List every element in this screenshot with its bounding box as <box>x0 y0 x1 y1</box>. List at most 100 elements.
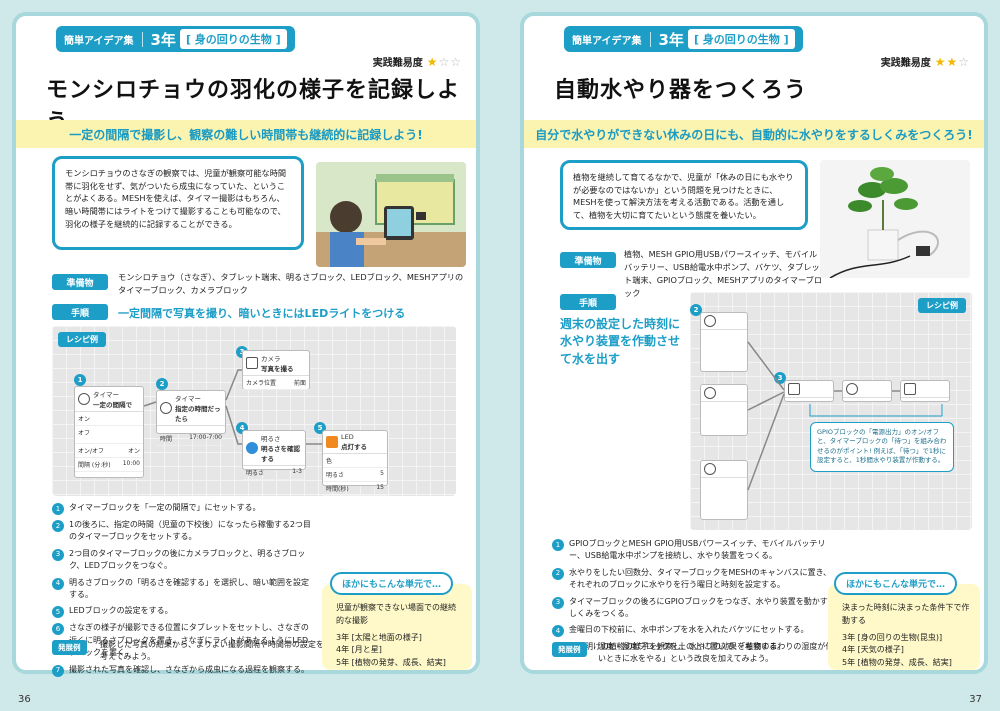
other-units-box: 児童が観察できない場面での継続的な撮影 3年 [太陽と地面の様子] 4年 [月と… <box>322 584 472 670</box>
timer-block-1: タイマー一定の間隔で オン オフ オン/オフオン 間隔 (分:秒)10:00 <box>74 386 144 478</box>
clock-icon <box>704 315 716 327</box>
other-unit-item: 3年 [身の回りの生物(昆虫)] <box>842 632 943 642</box>
recipe-canvas: レシピ例 1 タイマー一定の間隔で オン オフ オン/オフオン 間隔 (分:秒)… <box>52 326 456 496</box>
timer-on-port: オン <box>75 412 143 426</box>
tablet-photo-illustration <box>316 162 466 267</box>
step-item: 2 水やりをしたい回数分、タイマーブロックをMESHのキャンバスに置き、それぞれの… <box>552 567 834 592</box>
timer-block <box>700 460 748 520</box>
wait-timer-block <box>842 380 892 402</box>
grade-label: 3年 <box>658 30 684 49</box>
timer-block <box>700 384 748 436</box>
step-text: LEDブロックの設定をする。 <box>69 606 173 616</box>
step-text: 2つ目のタイマーブロックの後にカメラブロックと、明るさブロック、LEDブロックを… <box>69 548 306 571</box>
other-unit-item: 5年 [植物の発芽、成長、結実] <box>336 658 446 668</box>
recipe-callout: GPIOブロックの「電源出力」のオン/オフと、タイマーブロックの「待つ」を組み合… <box>810 422 954 472</box>
other-unit-item: 4年 [天気の様子] <box>842 645 904 655</box>
camera-block: カメラ写真を撮る カメラ位置前面 <box>242 350 310 390</box>
step-number: 2 <box>552 567 564 580</box>
goal-banner: 一定の間隔で撮影し、観察の難しい時間帯も継続的に記録しよう! <box>16 120 476 148</box>
other-unit-item: 5年 [植物の発芽、成長、結実] <box>842 658 952 668</box>
procedure-label: 手順 <box>52 304 108 320</box>
timer-block <box>700 312 748 372</box>
clock-icon <box>160 402 172 414</box>
section-tab: 簡単アイデア集 3年 [ 身の回りの生物 ] <box>56 26 295 52</box>
recipe-step-1: 1 <box>74 374 86 386</box>
development-label: 発展例 <box>552 642 587 657</box>
equipment-text: モンシロチョウ（さなぎ）、タブレット端末、明るさブロック、LEDブロック、MES… <box>118 272 464 296</box>
clock-icon <box>78 393 90 405</box>
camera-icon <box>246 357 258 369</box>
timer-block-1-header: タイマー一定の間隔で <box>75 387 143 412</box>
procedure-note: 一定間隔で写真を撮り、暗いときにはLEDライトをつける <box>118 307 406 320</box>
step-item: 3 タイマーブロックの後ろにGPIOブロックをつなぎ、水やり装置を動かすしくみをつ… <box>552 596 834 621</box>
sun-icon <box>246 442 258 454</box>
difficulty-label: 実践難易度 <box>880 58 931 69</box>
step-item: 6 さなぎの様子が撮影できる位置にタブレットをセットし、さなぎの近くに明るさブロッ… <box>52 622 314 659</box>
recipe-label: レシピ例 <box>58 332 106 347</box>
unit-label: [ 身の回りの生物 ] <box>179 29 287 49</box>
development-text: 撮影した写真の結果から、よりよい撮影間隔や時間帯の設定を考えてみよう。 <box>100 640 324 662</box>
recipe-step-2: 2 <box>690 304 702 316</box>
gpio-icon <box>788 383 800 395</box>
development-label: 発展例 <box>52 640 87 655</box>
step-number: 4 <box>552 625 564 638</box>
procedure-label: 手順 <box>560 294 616 310</box>
step-item: 4 明るさブロックの「明るさを確認する」を選択し、暗い範囲を設定する。 <box>52 577 314 602</box>
equipment-text: 植物、MESH GPIO用USBパワースイッチ、モバイルバッテリー、USB給電水… <box>624 249 823 299</box>
step-item: 1 タイマーブロックを「一定の間隔で」にセットする。 <box>52 502 314 515</box>
led-icon <box>326 436 338 448</box>
page-number: 36 <box>18 694 31 705</box>
grade-label: 3年 <box>150 30 176 49</box>
gpio-block <box>900 380 950 402</box>
section-tab: 簡単アイデア集 3年 [ 身の回りの生物 ] <box>564 26 803 52</box>
step-text: 金曜日の下校前に、水中ポンプを水を入れたバケツにセットする。 <box>569 625 809 635</box>
step-text: タイマーブロックを「一定の間隔で」にセットする。 <box>69 503 261 512</box>
equipment-label: 準備物 <box>560 252 616 268</box>
step-number: 6 <box>52 623 64 636</box>
step-number: 3 <box>552 596 564 609</box>
step-text: 休日明けの植物の様子を観察し、水やりの効果を考察する。 <box>569 642 785 652</box>
other-units-heading: ほかにもこんな単元で… <box>834 572 958 595</box>
clock-icon <box>846 383 858 395</box>
timer-off-port: オフ <box>75 426 143 444</box>
recipe-connectors <box>143 369 322 445</box>
step-text: タイマーブロックの後ろにGPIOブロックをつなぎ、水やり装置を動かすしくみをつく… <box>569 596 828 618</box>
difficulty: 実践難易度 ★☆☆ <box>372 54 462 70</box>
step-number: 3 <box>52 548 64 561</box>
recipe-step-2: 2 <box>156 378 168 390</box>
difficulty: 実践難易度 ★★☆ <box>880 54 970 70</box>
other-units-heading: ほかにもこんな単元で… <box>330 572 454 595</box>
unit-label: [ 身の回りの生物 ] <box>687 29 795 49</box>
other-units-intro: 決まった時刻に決まった条件下で作動する <box>842 603 970 625</box>
gpio-block <box>784 380 834 402</box>
clock-icon <box>704 387 716 399</box>
step-number: 4 <box>52 577 64 590</box>
equipment-label: 準備物 <box>52 274 108 290</box>
step-number: 7 <box>52 664 64 677</box>
other-unit-item: 4年 [月と星] <box>336 645 382 655</box>
gpio-icon <box>904 383 916 395</box>
step-item: 3 2つ目のタイマーブロックの後にカメラブロックと、明るさブロック、LEDブロック… <box>52 548 314 573</box>
recipe-canvas: レシピ例 2 3 GPIOブロックの「電源出力」のオン/オフと、タイマーブロック… <box>690 292 972 530</box>
step-text: さなぎの様子が撮影できる位置にタブレットをセットし、さなぎの近くに明るさブロック… <box>69 623 309 658</box>
step-text: 明るさブロックの「明るさを確認する」を選択し、暗い範囲を設定する。 <box>69 577 309 599</box>
procedure-note: 週末の設定した時刻に水やり装置を作動させて水を出す <box>560 317 681 366</box>
series-label: 簡単アイデア集 <box>64 31 143 47</box>
step-text: 水やりをしたい回数分、タイマーブロックをMESHのキャンバスに置き、それぞれのブ… <box>569 567 832 590</box>
other-units-box: 決まった時刻に決まった条件下で作動する 3年 [身の回りの生物(昆虫)] 4年 … <box>828 584 980 670</box>
difficulty-label: 実践難易度 <box>372 58 423 69</box>
intro-box: モンシロチョウのさなぎの観察では、児童が観察可能な時間帯に羽化をせず、気がついた… <box>52 156 304 250</box>
page-title: 自動水やり器をつくろう <box>554 78 808 103</box>
step-item: 4 金曜日の下校前に、水中ポンプを水を入れたバケツにセットする。 <box>552 624 834 638</box>
intro-box: 植物を継続して育てるなかで、児童が「休みの日にも水やりが必要なのではないか」とい… <box>560 160 808 230</box>
difficulty-stars: ★★☆ <box>934 54 970 69</box>
difficulty-stars: ★☆☆ <box>426 54 462 69</box>
step-number: 1 <box>52 503 64 515</box>
